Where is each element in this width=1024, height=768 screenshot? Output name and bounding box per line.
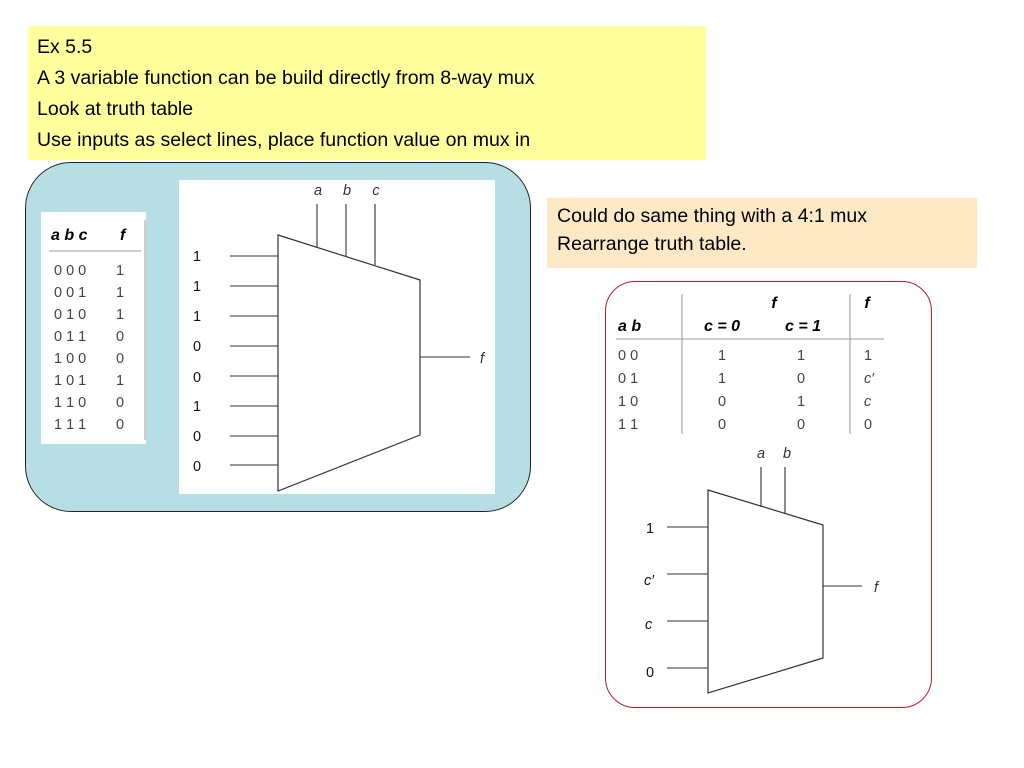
table-row-inputs: 1 0 1 bbox=[54, 373, 86, 389]
table-row-output: 1 bbox=[116, 285, 124, 301]
mux-input-value: 0 bbox=[193, 459, 201, 475]
slide-title: Ex 5.5 bbox=[37, 36, 93, 58]
table-row-output: 0 bbox=[116, 351, 124, 367]
table-row-output: 0 bbox=[116, 395, 124, 411]
mux-input-value: c′ bbox=[644, 573, 655, 589]
table-row-output: 1 bbox=[116, 307, 124, 323]
select-label: c bbox=[372, 183, 380, 199]
table-row-c1: 0 bbox=[797, 371, 805, 387]
header-f: f bbox=[864, 295, 871, 312]
mux-input-value: 1 bbox=[193, 309, 201, 325]
table-row-output: 0 bbox=[116, 329, 124, 345]
table-row-f: 0 bbox=[864, 417, 872, 433]
select-label: a bbox=[314, 183, 322, 199]
header-group-f: f bbox=[771, 295, 778, 312]
mux-input-value: c bbox=[645, 617, 653, 633]
select-label: b bbox=[343, 183, 351, 199]
table-row-f: 1 bbox=[864, 348, 872, 364]
table-row-ab: 0 0 bbox=[618, 348, 638, 364]
table-row-f: c bbox=[864, 394, 872, 410]
truth-table-3var-svg: a b c f 0 0 0 1 0 0 1 1 0 1 0 1 0 1 1 0 … bbox=[49, 220, 146, 440]
table-row-c0: 0 bbox=[718, 417, 726, 433]
header-inputs: a b c bbox=[51, 227, 88, 244]
table-row-c0: 1 bbox=[718, 348, 726, 364]
table-row-output: 1 bbox=[116, 263, 124, 279]
mux4-svg: f f a b c = 0 c = 1 0 0 1 1 1 0 1 1 0 c′… bbox=[616, 294, 884, 694]
table-row-inputs: 1 0 0 bbox=[54, 351, 86, 367]
select-label: a bbox=[757, 446, 765, 462]
header-output: f bbox=[120, 227, 127, 244]
header-c1: c = 1 bbox=[785, 318, 821, 335]
table-row-inputs: 1 1 0 bbox=[54, 395, 86, 411]
mux-input-value: 0 bbox=[193, 429, 201, 445]
mux8-diagram: a b c 1 1 1 0 0 1 0 0 f bbox=[179, 180, 495, 494]
slide-line: Use inputs as select lines, place functi… bbox=[37, 129, 531, 151]
table-row-c1: 1 bbox=[797, 394, 805, 410]
slide-line: Look at truth table bbox=[37, 98, 194, 120]
truth-table-3var: a b c f 0 0 0 1 0 0 1 1 0 1 0 1 0 1 1 0 … bbox=[41, 212, 146, 444]
table-row-output: 1 bbox=[116, 373, 124, 389]
table-row-c0: 1 bbox=[718, 371, 726, 387]
mux-output-label: f bbox=[874, 580, 880, 596]
mux-input-value: 1 bbox=[193, 399, 201, 415]
header-ab: a b bbox=[618, 318, 641, 335]
slide-line: A 3 variable function can be build direc… bbox=[37, 67, 535, 89]
table-row-inputs: 0 1 1 bbox=[54, 329, 86, 345]
table-row-c1: 1 bbox=[797, 348, 805, 364]
table-row-ab: 1 0 bbox=[618, 394, 638, 410]
mux4-body bbox=[707, 489, 824, 694]
table-row-inputs: 0 0 1 bbox=[54, 285, 86, 301]
mux-input-value: 1 bbox=[193, 249, 201, 265]
table-row-ab: 0 1 bbox=[618, 371, 638, 387]
table-row-f: c′ bbox=[864, 371, 875, 387]
mux-input-value: 0 bbox=[646, 665, 654, 681]
mux-input-value: 0 bbox=[193, 370, 201, 386]
mux4-panel: f f a b c = 0 c = 1 0 0 1 1 1 0 1 1 0 c′… bbox=[605, 281, 932, 708]
mux-input-value: 1 bbox=[646, 521, 654, 537]
truth-table-2var: f f a b c = 0 c = 1 0 0 1 1 1 0 1 1 0 c′… bbox=[616, 294, 884, 434]
table-row-output: 0 bbox=[116, 417, 124, 433]
mux-output-label: f bbox=[480, 351, 486, 367]
table-row-c1: 0 bbox=[797, 417, 805, 433]
mux8-body bbox=[277, 234, 421, 492]
table-row-inputs: 0 1 0 bbox=[54, 307, 86, 323]
header-c0: c = 0 bbox=[704, 318, 740, 335]
mux-input-value: 0 bbox=[193, 339, 201, 355]
table-row-inputs: 1 1 1 bbox=[54, 417, 86, 433]
mux-input-value: 1 bbox=[193, 279, 201, 295]
table-row-inputs: 0 0 0 bbox=[54, 263, 86, 279]
note-line: Could do same thing with a 4:1 mux bbox=[557, 205, 868, 227]
title-box: Ex 5.5 A 3 variable function can be buil… bbox=[28, 26, 706, 160]
note-line: Rearrange truth table. bbox=[557, 233, 747, 255]
note-box: Could do same thing with a 4:1 mux Rearr… bbox=[547, 198, 977, 268]
mux8-svg: a b c 1 1 1 0 0 1 0 0 f bbox=[193, 183, 486, 492]
table-row-ab: 1 1 bbox=[618, 417, 638, 433]
select-label: b bbox=[783, 446, 791, 462]
table-row-c0: 0 bbox=[718, 394, 726, 410]
